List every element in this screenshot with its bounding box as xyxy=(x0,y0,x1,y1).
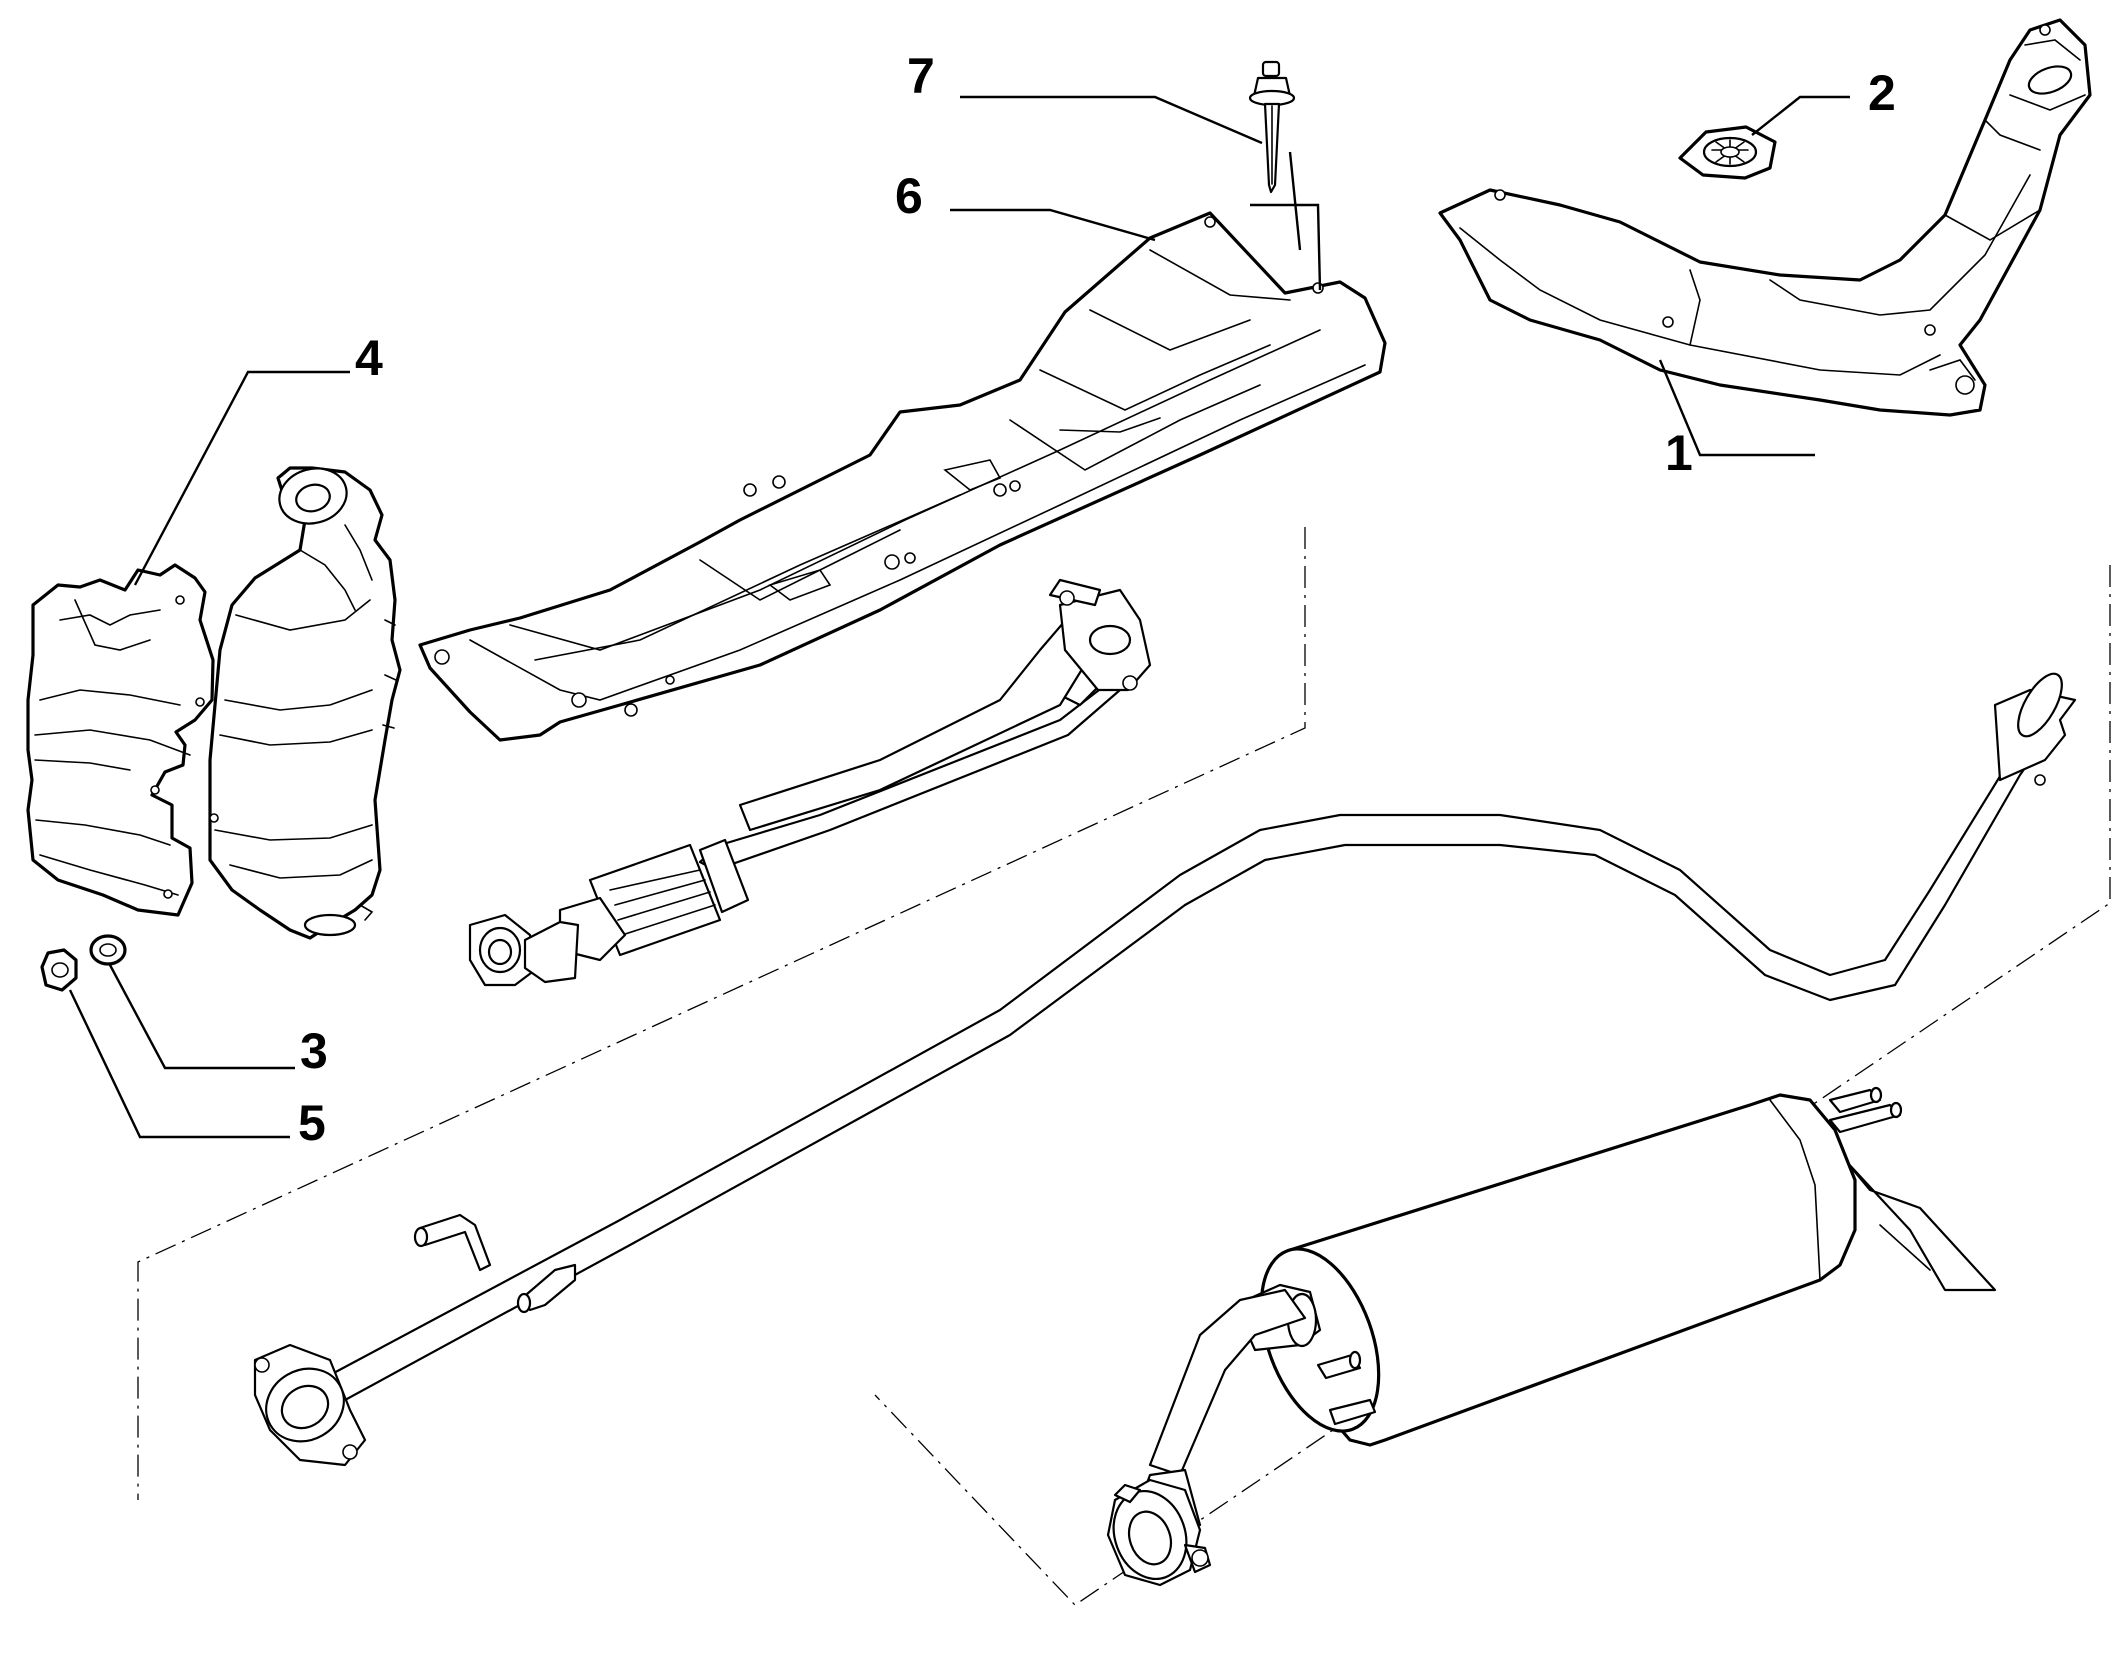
callout-5[interactable]: 5 xyxy=(298,1095,326,1151)
callout-7[interactable]: 7 xyxy=(907,48,935,104)
part-pin[interactable] xyxy=(1248,60,1296,194)
callout-6[interactable]: 6 xyxy=(895,168,923,224)
intermediate-pipe[interactable] xyxy=(253,667,2077,1467)
assembly-outline-downpipe xyxy=(137,527,1306,1500)
leader-7-tick xyxy=(1288,151,1302,251)
part-catalyst-heat-shield[interactable] xyxy=(26,563,215,917)
callouts: 7 6 2 1 4 3 5 xyxy=(298,48,1896,1151)
rear-silencer[interactable] xyxy=(1102,1086,1997,1589)
part-manifold-heat-shield[interactable] xyxy=(1438,18,2092,417)
leader-1 xyxy=(1658,359,1815,457)
part-washer[interactable] xyxy=(89,934,127,966)
leader-6-tick xyxy=(1250,203,1322,291)
leader-7 xyxy=(960,95,1263,145)
part-nut[interactable] xyxy=(40,948,78,992)
leader-4 xyxy=(133,370,350,586)
callout-1[interactable]: 1 xyxy=(1665,425,1693,481)
callout-3[interactable]: 3 xyxy=(300,1023,328,1079)
assembly-outlines xyxy=(137,527,2111,1606)
front-pipe[interactable] xyxy=(468,578,1152,987)
callout-2[interactable]: 2 xyxy=(1868,65,1896,121)
leader-6 xyxy=(950,208,1156,242)
part-tunnel-heat-shield[interactable] xyxy=(418,211,1387,742)
callout-4[interactable]: 4 xyxy=(355,330,383,386)
catalytic-converter[interactable] xyxy=(208,461,402,940)
leader-5 xyxy=(68,989,290,1139)
leader-3 xyxy=(108,964,295,1070)
part-grommet[interactable] xyxy=(1678,125,1777,180)
leader-lines xyxy=(68,95,1850,1139)
assembly-outline-rear xyxy=(874,565,2111,1606)
leader-2 xyxy=(1751,95,1850,136)
